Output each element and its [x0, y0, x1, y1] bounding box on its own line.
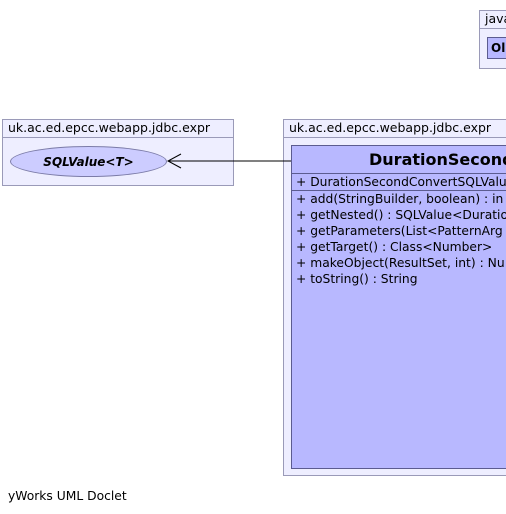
- constructor-item: + DurationSecondConvertSQLValu: [296, 175, 506, 189]
- class-durationsecond: DurationSecond + DurationSecondConvertSQ…: [291, 145, 506, 469]
- footer-credit: yWorks UML Doclet: [8, 489, 127, 503]
- method-item: + add(StringBuilder, boolean) : in: [296, 192, 504, 206]
- java-class-box: Ol: [487, 37, 506, 59]
- method-item: + getTarget() : Class<Number>: [296, 240, 493, 254]
- interface-sqlvalue: SQLValue<T>: [10, 146, 167, 177]
- interface-sqlvalue-label: SQLValue<T>: [43, 154, 134, 169]
- package-java: java Ol: [479, 10, 506, 69]
- class-member-separator: [292, 190, 506, 191]
- package-java-name: java: [480, 11, 506, 29]
- class-title: DurationSecond: [369, 150, 506, 169]
- method-item: + getNested() : SQLValue<Duratio: [296, 208, 506, 222]
- method-item: + getParameters(List<PatternArg: [296, 224, 503, 238]
- implements-arrow: [166, 153, 291, 169]
- package-right-name: uk.ac.ed.epcc.webapp.jdbc.expr: [284, 120, 506, 138]
- package-left-name: uk.ac.ed.epcc.webapp.jdbc.expr: [3, 120, 233, 138]
- method-item: + toString() : String: [296, 272, 418, 286]
- class-title-separator: [292, 173, 506, 174]
- method-item: + makeObject(ResultSet, int) : Nu: [296, 256, 505, 270]
